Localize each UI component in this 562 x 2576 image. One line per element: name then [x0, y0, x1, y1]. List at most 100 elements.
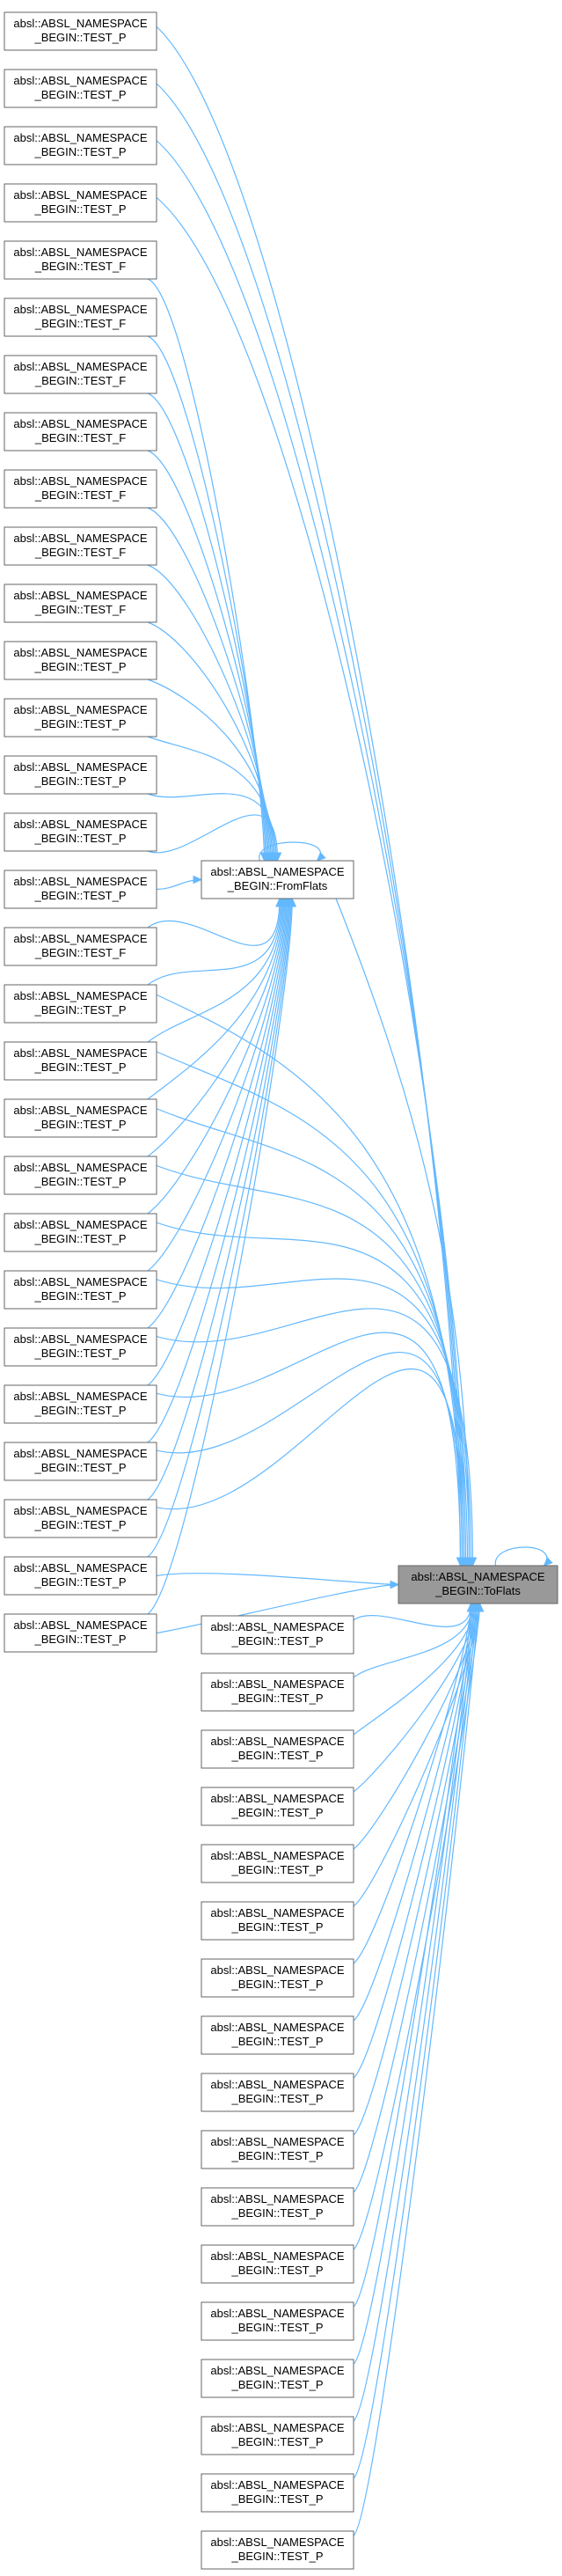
left-caller-node[interactable]: absl::ABSL_NAMESPACE_BEGIN::TEST_P [4, 1156, 157, 1195]
left-caller-node-label-line1: absl::ABSL_NAMESPACE [13, 989, 148, 1002]
left-caller-node[interactable]: absl::ABSL_NAMESPACE_BEGIN::TEST_F [4, 355, 157, 394]
left-caller-node[interactable]: absl::ABSL_NAMESPACE_BEGIN::TEST_P [4, 1327, 157, 1367]
left-caller-node-label-line2: _BEGIN::TEST_F [34, 431, 126, 444]
edge-fromflats-self-loop-arrowhead [316, 852, 326, 862]
right-caller-node-box [201, 2473, 354, 2513]
left-caller-node-label-line2: _BEGIN::TEST_P [33, 889, 126, 902]
left-caller-node[interactable]: absl::ABSL_NAMESPACE_BEGIN::TEST_P [4, 1442, 157, 1481]
edge-left-13-fromflats [147, 793, 277, 862]
left-caller-node[interactable]: absl::ABSL_NAMESPACE_BEGIN::TEST_P [4, 641, 157, 680]
right-caller-node[interactable]: absl::ABSL_NAMESPACE_BEGIN::TEST_P [201, 2073, 354, 2112]
toflats-node-box [398, 1565, 558, 1604]
fromflats-node-box [201, 860, 354, 899]
right-caller-node[interactable]: absl::ABSL_NAMESPACE_BEGIN::TEST_P [201, 1672, 354, 1712]
right-caller-node-label-line1: absl::ABSL_NAMESPACE [210, 1849, 345, 1862]
left-caller-node[interactable]: absl::ABSL_NAMESPACE_BEGIN::TEST_P [4, 69, 157, 108]
left-caller-node[interactable]: absl::ABSL_NAMESPACE_BEGIN::TEST_P [4, 1098, 157, 1138]
edge-left-3-toflats [138, 185, 467, 1567]
right-caller-node[interactable]: absl::ABSL_NAMESPACE_BEGIN::TEST_P [201, 2530, 354, 2570]
left-caller-node[interactable]: absl::ABSL_NAMESPACE_BEGIN::TEST_F [4, 297, 157, 337]
right-caller-node-label-line2: _BEGIN::TEST_P [230, 1863, 323, 1876]
left-caller-node-label-line2: _BEGIN::TEST_P [33, 660, 126, 673]
right-caller-node-box [201, 1672, 354, 1712]
left-caller-node-box [4, 698, 157, 738]
left-caller-node[interactable]: absl::ABSL_NAMESPACE_BEGIN::TEST_F [4, 927, 157, 966]
left-caller-node[interactable]: absl::ABSL_NAMESPACE_BEGIN::TEST_P [4, 1613, 157, 1653]
edge-right-14-toflats [353, 1603, 476, 2422]
left-caller-node[interactable]: absl::ABSL_NAMESPACE_BEGIN::TEST_P [4, 1556, 157, 1596]
left-caller-node[interactable]: absl::ABSL_NAMESPACE_BEGIN::TEST_P [4, 1041, 157, 1081]
edge-left-7-fromflats [147, 450, 269, 862]
right-caller-node[interactable]: absl::ABSL_NAMESPACE_BEGIN::TEST_P [201, 1729, 354, 1769]
toflats-node[interactable]: absl::ABSL_NAMESPACE_BEGIN::ToFlats [398, 1565, 558, 1604]
left-caller-node[interactable]: absl::ABSL_NAMESPACE_BEGIN::TEST_F [4, 526, 157, 566]
left-caller-node[interactable]: absl::ABSL_NAMESPACE_BEGIN::TEST_F [4, 583, 157, 623]
right-caller-node[interactable]: absl::ABSL_NAMESPACE_BEGIN::TEST_P [201, 2015, 354, 2055]
left-caller-node[interactable]: absl::ABSL_NAMESPACE_BEGIN::TEST_P [4, 812, 157, 852]
right-caller-node-box [201, 2187, 354, 2227]
edge-left-15-fromflats-arrowhead [193, 875, 203, 884]
left-caller-node[interactable]: absl::ABSL_NAMESPACE_BEGIN::TEST_P [4, 1384, 157, 1424]
edge-right-1-toflats [353, 1603, 474, 1678]
right-caller-node-label-line1: absl::ABSL_NAMESPACE [210, 2421, 345, 2434]
left-caller-node-box [4, 11, 157, 51]
edge-right-2-toflats [353, 1603, 476, 1736]
left-caller-node-label-line2: _BEGIN::TEST_F [34, 546, 126, 559]
right-caller-node-box [201, 2130, 354, 2169]
right-caller-node[interactable]: absl::ABSL_NAMESPACE_BEGIN::TEST_P [201, 1844, 354, 1883]
left-caller-node[interactable]: absl::ABSL_NAMESPACE_BEGIN::TEST_F [4, 412, 157, 451]
left-caller-node-label-line1: absl::ABSL_NAMESPACE [13, 1161, 148, 1174]
left-caller-node[interactable]: absl::ABSL_NAMESPACE_BEGIN::TEST_P [4, 755, 157, 795]
left-caller-node[interactable]: absl::ABSL_NAMESPACE_BEGIN::TEST_P [4, 870, 157, 909]
right-caller-node[interactable]: absl::ABSL_NAMESPACE_BEGIN::TEST_P [201, 1901, 354, 1941]
right-caller-node[interactable]: absl::ABSL_NAMESPACE_BEGIN::TEST_P [201, 2130, 354, 2169]
left-caller-node[interactable]: absl::ABSL_NAMESPACE_BEGIN::TEST_P [4, 984, 157, 1024]
right-caller-node[interactable]: absl::ABSL_NAMESPACE_BEGIN::TEST_P [201, 2416, 354, 2455]
left-caller-node[interactable]: absl::ABSL_NAMESPACE_BEGIN::TEST_P [4, 698, 157, 738]
left-caller-node[interactable]: absl::ABSL_NAMESPACE_BEGIN::TEST_P [4, 1213, 157, 1252]
left-caller-node-label-line2: _BEGIN::TEST_P [33, 1289, 126, 1303]
left-caller-node[interactable]: absl::ABSL_NAMESPACE_BEGIN::TEST_P [4, 1270, 157, 1310]
right-caller-node-box [201, 1958, 354, 1998]
edge-left-18-toflats [138, 1043, 465, 1567]
left-caller-node[interactable]: absl::ABSL_NAMESPACE_BEGIN::TEST_P [4, 11, 157, 51]
left-caller-node-label-line2: _BEGIN::TEST_F [34, 374, 126, 387]
edge-left-23-fromflats [147, 898, 288, 1329]
left-caller-node-box [4, 1442, 157, 1481]
right-caller-node[interactable]: absl::ABSL_NAMESPACE_BEGIN::TEST_P [201, 2359, 354, 2398]
right-caller-node[interactable]: absl::ABSL_NAMESPACE_BEGIN::TEST_P [201, 1787, 354, 1826]
fromflats-node[interactable]: absl::ABSL_NAMESPACE_BEGIN::FromFlats [201, 860, 354, 899]
left-caller-node-label-line1: absl::ABSL_NAMESPACE [13, 1504, 148, 1517]
right-caller-node-box [201, 2244, 354, 2284]
edge-toflats-self-loop [494, 1546, 548, 1567]
left-caller-node[interactable]: absl::ABSL_NAMESPACE_BEGIN::TEST_P [4, 183, 157, 223]
right-caller-node[interactable]: absl::ABSL_NAMESPACE_BEGIN::TEST_P [201, 2187, 354, 2227]
left-caller-node-label-line1: absl::ABSL_NAMESPACE [13, 875, 148, 888]
edge-left-21-fromflats [147, 898, 286, 1215]
right-caller-node[interactable]: absl::ABSL_NAMESPACE_BEGIN::TEST_P [201, 2244, 354, 2284]
left-caller-node-box [4, 297, 157, 337]
left-caller-node-label-line2: _BEGIN::TEST_P [33, 31, 126, 44]
left-caller-node-label-line1: absl::ABSL_NAMESPACE [13, 589, 148, 602]
right-caller-node[interactable]: absl::ABSL_NAMESPACE_BEGIN::TEST_P [201, 1958, 354, 1998]
edge-left-0-toflats [138, 13, 462, 1567]
right-caller-node-label-line2: _BEGIN::TEST_P [230, 1749, 323, 1762]
left-caller-node-label-line1: absl::ABSL_NAMESPACE [13, 417, 148, 430]
right-caller-node[interactable]: absl::ABSL_NAMESPACE_BEGIN::TEST_P [201, 2473, 354, 2513]
right-caller-node-label-line2: _BEGIN::TEST_P [230, 2550, 323, 2563]
toflats-node-label-line1: absl::ABSL_NAMESPACE [411, 1570, 545, 1583]
left-caller-node-box [4, 1041, 157, 1081]
left-caller-node[interactable]: absl::ABSL_NAMESPACE_BEGIN::TEST_P [4, 126, 157, 165]
right-caller-node-label-line1: absl::ABSL_NAMESPACE [210, 2307, 345, 2320]
edge-toflats-self-loop-arrowhead [543, 1557, 553, 1567]
left-caller-node[interactable]: absl::ABSL_NAMESPACE_BEGIN::TEST_F [4, 469, 157, 509]
left-caller-node[interactable]: absl::ABSL_NAMESPACE_BEGIN::TEST_P [4, 1499, 157, 1538]
left-caller-node-label-line1: absl::ABSL_NAMESPACE [13, 360, 148, 373]
left-caller-node[interactable]: absl::ABSL_NAMESPACE_BEGIN::TEST_F [4, 240, 157, 280]
edge-left-20-fromflats [147, 898, 285, 1157]
right-caller-node-box [201, 2301, 354, 2341]
right-caller-node[interactable]: absl::ABSL_NAMESPACE_BEGIN::TEST_P [201, 1615, 354, 1655]
right-caller-node[interactable]: absl::ABSL_NAMESPACE_BEGIN::TEST_P [201, 2301, 354, 2341]
fromflats-node-label-line2: _BEGIN::FromFlats [227, 879, 328, 892]
